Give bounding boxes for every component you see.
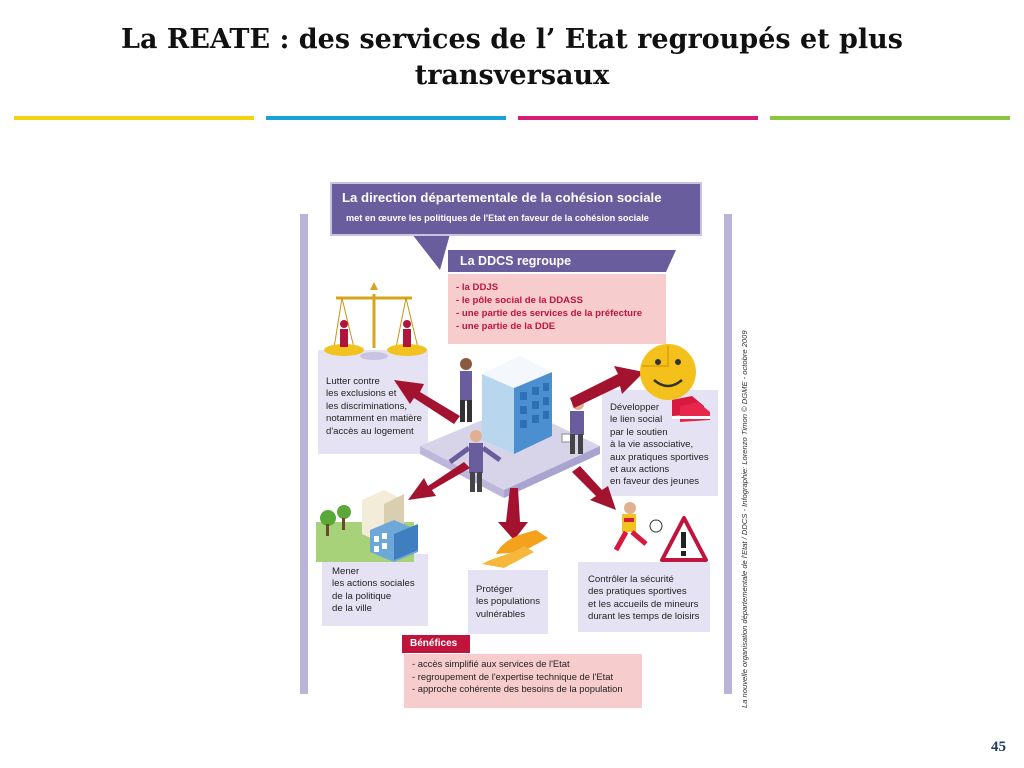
text-proteger: Protéger les populations vulnérables: [476, 584, 540, 621]
text-controler: Contrôler la sécurité des pratiques spor…: [588, 574, 699, 624]
credit-text: La nouvelle organisation départementale …: [740, 330, 749, 708]
benefices-title: Bénéfices: [410, 638, 458, 649]
controler-line: et les accueils de mineurs: [588, 598, 699, 610]
benefices-box: - accès simplifié aux services de l'Etat…: [404, 654, 642, 708]
regroupe-list: - la DDJS - le pôle social de la DDASS -…: [448, 281, 658, 333]
header-main-text: La direction départementale de la cohési…: [342, 190, 662, 205]
warning-sign-icon: [660, 516, 708, 562]
ddcs-building-icon: [482, 356, 552, 454]
direction-arrows: [394, 366, 644, 540]
controler-line: des pratiques sportives: [588, 586, 687, 598]
controler-line: durant les temps de loisirs: [588, 611, 700, 623]
box-mener: [322, 554, 428, 626]
poster-border-right: [724, 214, 732, 694]
developper-line: et aux actions: [610, 464, 670, 476]
developper-line: aux pratiques sportives: [610, 451, 709, 463]
illustration-layer: [316, 234, 710, 568]
regroupe-list-box: - la DDJS - le pôle social de la DDASS -…: [448, 274, 666, 344]
regroupe-header: La DDCS regroupe: [448, 250, 666, 272]
developper-line: Développer: [610, 402, 660, 413]
proteger-line: vulnérables: [476, 608, 526, 620]
scales-justice-icon: [324, 282, 427, 360]
benefices-item: - regroupement de l'expertise technique …: [412, 670, 614, 682]
city-buildings-icon: [316, 490, 418, 562]
slide-title: La REATE : des services de l’ Etat regro…: [121, 24, 903, 91]
regroupe-item: - une partie de la DDE: [456, 321, 556, 332]
text-mener: Mener les actions sociales de la politiq…: [332, 566, 415, 616]
box-proteger: [468, 570, 548, 634]
poster-border-left: [300, 214, 308, 694]
sneakers-icon: [672, 396, 710, 422]
football-player-icon: [613, 502, 663, 552]
regroupe-flag: [666, 250, 676, 272]
lutter-line: Lutter contre: [326, 376, 380, 387]
divider-pink: [518, 116, 758, 120]
developper-line: par le soutien: [610, 426, 668, 438]
proteger-line: Protéger: [476, 584, 513, 595]
page-number: 45: [991, 739, 1006, 755]
arrow-to-developper: [570, 366, 644, 408]
color-divider: [14, 116, 1010, 121]
regroupe-title: La DDCS regroupe: [460, 254, 572, 268]
mener-line: les actions sociales: [332, 578, 415, 590]
box-controler: [578, 562, 710, 632]
benefices-tab: Bénéfices: [402, 635, 470, 653]
header-tail: [412, 234, 450, 270]
mener-line: de la politique: [332, 590, 392, 602]
smiley-puzzle-icon: [640, 344, 696, 400]
lutter-line: d'accès au logement: [326, 425, 414, 437]
person-center-icon: [448, 430, 502, 492]
benefices-item: - approche cohérente des besoins de la p…: [412, 683, 623, 695]
arrow-to-mener: [408, 462, 470, 500]
mener-line: de la ville: [332, 603, 372, 615]
header-sub-text: met en œuvre les politiques de l'Etat en…: [346, 213, 649, 223]
controler-line: Contrôler la sécurité: [588, 574, 674, 585]
developper-line: à la vie associative,: [610, 439, 694, 451]
benefices-list: - accès simplifié aux services de l'Etat…: [404, 658, 623, 696]
text-developper: Développer le lien social par le soutien…: [610, 402, 709, 489]
proteger-line: les populations: [476, 596, 541, 608]
benefices-item: - accès simplifié aux services de l'Etat: [412, 658, 570, 669]
arrow-to-controler: [572, 466, 616, 510]
arrow-to-proteger: [498, 488, 528, 540]
ddcs-header-box: La direction départementale de la cohési…: [330, 182, 702, 236]
regroupe-item: - le pôle social de la DDASS: [456, 295, 583, 306]
developper-line: le lien social: [610, 414, 663, 426]
ddcs-infographic: Lutter contre les exclusions et les disc…: [300, 178, 749, 710]
credit-vertical: La nouvelle organisation départementale …: [736, 262, 752, 712]
regroupe-item: - une partie des services de la préfectu…: [456, 308, 643, 319]
developper-line: en faveur des jeunes: [610, 476, 700, 488]
lutter-line: les exclusions et: [326, 388, 397, 400]
divider-blue: [266, 116, 506, 120]
lutter-line: les discriminations,: [326, 400, 408, 412]
mener-line: Mener: [332, 566, 360, 577]
divider-yellow: [14, 116, 254, 120]
arrow-to-lutter: [394, 380, 460, 424]
lutter-line: notamment en matière: [326, 413, 422, 425]
text-lutter: Lutter contre les exclusions et les disc…: [326, 376, 422, 438]
person-left-icon: [460, 358, 472, 422]
handshake-icon: [482, 530, 548, 568]
regroupe-item: - la DDJS: [456, 282, 499, 293]
divider-green: [770, 116, 1010, 120]
